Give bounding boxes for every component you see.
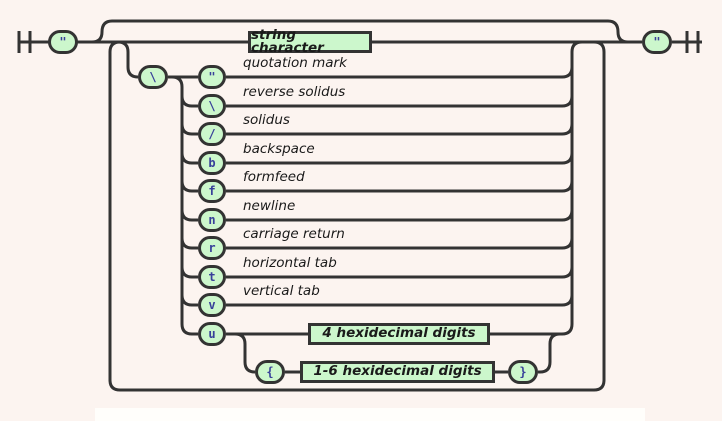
terminal-backslash-pill: \	[138, 65, 168, 89]
terminal-open-brace-pill: {	[255, 360, 285, 384]
label-carriage-return: carriage return	[243, 226, 345, 242]
terminal-close-brace-pill: }	[508, 360, 538, 384]
terminal-escape-n-pill: n	[198, 208, 226, 232]
label-quotation-mark: quotation mark	[243, 55, 347, 71]
label-horizontal-tab: horizontal tab	[243, 255, 337, 271]
terminal-escape-quote-pill: "	[198, 65, 226, 89]
track-bypass	[91, 19, 629, 44]
terminal-escape-f-pill: f	[198, 179, 226, 203]
nonterminal-1-6-hex-digits[interactable]: 1-6 hexidecimal digits	[300, 361, 495, 383]
terminal-escape-v-pill: v	[198, 293, 226, 317]
track-alt-right	[561, 40, 583, 336]
track-alt-rows	[226, 75, 562, 336]
track-alt-left	[171, 75, 198, 336]
nonterminal-4-hex-digits[interactable]: 4 hexidecimal digits	[308, 323, 490, 345]
label-formfeed: formfeed	[243, 169, 305, 185]
terminal-open-quote-pill: "	[48, 30, 78, 54]
terminal-escape-t-pill: t	[198, 265, 226, 289]
bottom-highlight-strip	[95, 408, 645, 421]
terminal-escape-slash-pill: /	[198, 122, 226, 146]
nonterminal-string-character[interactable]: string character	[248, 28, 372, 55]
label-solidus: solidus	[243, 112, 290, 128]
label-newline: newline	[243, 198, 296, 214]
terminal-escape-r-pill: r	[198, 236, 226, 260]
label-backspace: backspace	[243, 141, 315, 157]
label-vertical-tab: vertical tab	[243, 283, 320, 299]
terminal-close-quote-pill: "	[642, 30, 672, 54]
label-reverse-solidus: reverse solidus	[243, 84, 346, 100]
terminal-escape-u-pill: u	[198, 322, 226, 346]
track-loop	[108, 40, 606, 392]
terminal-escape-backslash-pill: \	[198, 94, 226, 118]
track-unicode-branch	[234, 332, 562, 374]
terminal-escape-b-pill: b	[198, 151, 226, 175]
